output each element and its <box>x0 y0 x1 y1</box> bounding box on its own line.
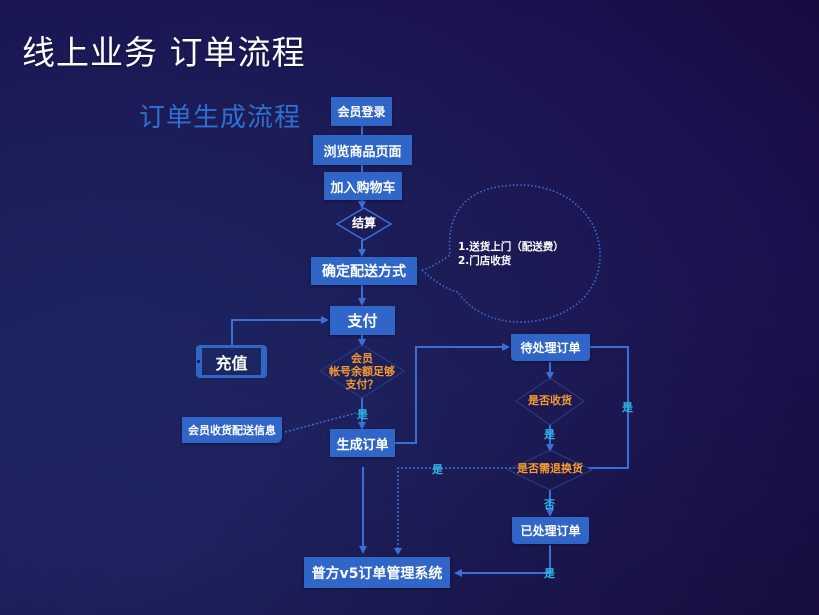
decision-checkout <box>335 207 393 241</box>
node-browse[interactable]: 浏览商品页面 <box>313 135 412 165</box>
edge-pending-loop <box>588 346 629 469</box>
arrowhead-dotted <box>394 548 402 555</box>
node-pending[interactable]: 待处理订单 <box>511 334 590 361</box>
node-shipping-info[interactable]: 会员收货配送信息 <box>182 417 282 443</box>
edge-label-no-return: 否 <box>544 498 555 511</box>
node-checkout[interactable]: 结算 <box>351 216 376 230</box>
node-delivery[interactable]: 确定配送方式 <box>311 257 417 285</box>
balance-line-1: 会员 <box>351 352 373 365</box>
balance-line-2: 帐号余额足够 <box>329 365 395 378</box>
node-login[interactable]: 会员登录 <box>331 97 392 126</box>
edge-label-yes-processed: 是 <box>544 567 555 580</box>
section-subtitle: 订单生成流程 <box>139 103 302 133</box>
decision-return <box>506 449 594 491</box>
node-pay[interactable]: 支付 <box>330 306 395 335</box>
edge-shipping-info-dotted <box>284 412 357 433</box>
phone-button-icon <box>197 360 200 363</box>
node-balance-check[interactable]: 会员 帐号余额足够 支付？ <box>322 352 402 391</box>
decision-received <box>515 377 585 426</box>
node-create-order[interactable]: 生成订单 <box>330 429 395 457</box>
edge-label-yes-received: 是 <box>544 428 555 441</box>
edge-processed-system <box>454 545 551 577</box>
edge-recharge-pay <box>231 316 329 345</box>
edge-label-yes-loop: 是 <box>622 401 633 414</box>
node-cart[interactable]: 加入购物车 <box>324 172 402 200</box>
balance-line-3: 支付？ <box>345 378 379 391</box>
edge-label-yes-return: 是 <box>432 463 443 476</box>
node-return-exchange[interactable]: 是否需退换货 <box>517 462 583 475</box>
edge-label-yes-balance: 是 <box>357 408 368 421</box>
edge-return-system-dotted <box>397 467 515 552</box>
delivery-option-2: 2.门店收货 <box>458 255 512 267</box>
delivery-option-1: 1.送货上门（配送费） <box>458 241 564 253</box>
delivery-options: 1.送货上门（配送费） 2.门店收货 <box>458 240 564 268</box>
node-system[interactable]: 普方v5订单管理系统 <box>304 557 450 588</box>
edge-create-pending <box>395 343 510 444</box>
node-processed[interactable]: 已处理订单 <box>512 517 589 544</box>
page-title: 线上业务 订单流程 <box>22 33 306 72</box>
recharge-label: 充值 <box>215 353 248 373</box>
node-received[interactable]: 是否收货 <box>528 394 572 407</box>
node-recharge[interactable]: 充值 <box>196 345 267 378</box>
decision-balance <box>319 344 405 399</box>
